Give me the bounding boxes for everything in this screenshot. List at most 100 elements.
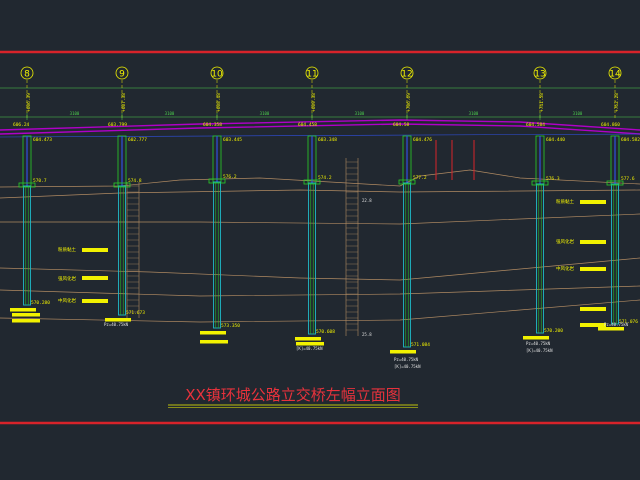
deck-bottom-line (0, 133, 640, 138)
axis-label: 14 (609, 70, 621, 80)
axis-bubble (533, 66, 547, 80)
layer-tag-bar (580, 323, 606, 327)
pile-tag-bar (105, 318, 131, 322)
pile-tag-bar (296, 342, 324, 346)
axis-station: +607.38 (121, 93, 127, 112)
span-dimension-label: 3100 (573, 111, 583, 116)
deck-elevation: 604.58 (393, 122, 410, 128)
ground-elevation: 570.7 (33, 178, 47, 184)
pile-bottom-elevation: 571.076 (619, 319, 638, 325)
layer-label-1: 粉质黏土 (58, 246, 76, 253)
pile-tag-bar (295, 337, 321, 341)
pile-tag-bar (598, 327, 624, 331)
layer-tag-bar (580, 240, 606, 244)
pile-cap (531, 180, 549, 186)
deck-elevation: 606.24 (13, 122, 30, 128)
drawing-title: XX镇环城公路立交桥左幅立面图 (185, 386, 401, 404)
layer-label-2: 强风化岩 (58, 275, 76, 282)
cap-elevation: 604.582 (621, 137, 640, 143)
axis-station: +741.58 (539, 93, 545, 112)
borehole-11 (345, 158, 359, 336)
red-marker-lines (435, 140, 475, 180)
span-dimension-label: 3100 (355, 111, 365, 116)
pile (213, 181, 221, 329)
layer-label-6: 中风化岩 (556, 265, 574, 272)
pile-tag-bar (12, 313, 40, 317)
pile-bottom-elevation: 571.084 (411, 342, 430, 348)
axis-label: 10 (211, 70, 223, 80)
axis-station: +762.28 (614, 93, 620, 112)
borehole-bottom-value: 25.8 (362, 332, 372, 337)
ground-elevation: 576.3 (546, 176, 560, 182)
pile-bottom-elevation: 570.608 (316, 329, 335, 335)
pile-bottom-elevation: 571.673 (126, 310, 145, 316)
bridge-deck (0, 119, 640, 135)
axis-station: +608.48 (216, 93, 222, 112)
pile-tag-bar (390, 350, 416, 354)
ground-elevation: 574.8 (128, 178, 142, 184)
pile-bottom-elevation: 570.200 (544, 328, 563, 334)
pile-tag-bar (200, 331, 226, 335)
layer-tag-bar (580, 200, 606, 204)
span-dimension-label: 3100 (260, 111, 270, 116)
pile (118, 185, 126, 316)
axis-bubble (20, 66, 34, 80)
cap-elevation: 603.445 (223, 137, 242, 143)
pile-note-14: Pz=40.75kN (604, 322, 629, 327)
pile-tag-bar (12, 319, 40, 323)
pile-bottom-elevation: 570.280 (31, 300, 50, 306)
deck-elevation: 604.358 (203, 122, 222, 128)
strata-lines (0, 169, 640, 323)
pier-axes: 8+606.39606.24604.473570.7570.2809+607.3… (10, 66, 640, 354)
pile (403, 182, 411, 348)
axis-station: +606.39 (26, 93, 32, 112)
layer-tag-bar (82, 299, 108, 303)
layer-tag-bar (580, 267, 606, 271)
deck-elevation: 604.458 (298, 122, 317, 128)
borehole-top-value: 22.8 (362, 198, 372, 203)
cap-elevation: 604.476 (413, 137, 432, 143)
pile-note-13a: Pz=40.75kN (526, 341, 551, 346)
ground-elevation: 577.2 (413, 175, 427, 181)
axis-bubble (608, 66, 622, 80)
pile (23, 185, 31, 306)
layer-tag-bar (82, 248, 108, 252)
pile-note-9: Pz=40.75kN (104, 322, 129, 327)
cap-elevation: 602.777 (128, 137, 147, 143)
ground-elevation: 576.2 (223, 174, 237, 180)
axis-station: +706.69 (406, 93, 412, 112)
pile-tag-bar (200, 340, 228, 344)
pile-cap (398, 179, 416, 185)
axis-13: 13 +741.58 604.584 604.440 576.3 570.200 (523, 66, 565, 340)
ground-elevation: 574.2 (318, 175, 332, 181)
pile-cap (606, 180, 624, 186)
layer-label-4: 粉质黏土 (556, 198, 574, 205)
pile-note-13b: [K]=40.75kN (526, 348, 553, 353)
axis-bubble (305, 66, 319, 80)
axis-label: 13 (534, 70, 545, 80)
axis-bubble (210, 66, 224, 80)
deck-elevation: 604.584 (526, 122, 545, 128)
layer-label-5: 强风化岩 (556, 238, 574, 245)
axis-label: 9 (119, 70, 125, 80)
pile-tag-bar (10, 308, 36, 312)
axis-label: 11 (306, 70, 317, 80)
cap-elevation: 604.440 (546, 137, 565, 143)
pile (611, 183, 619, 325)
pile-cap (303, 179, 321, 185)
pile-cap (113, 182, 131, 188)
layer-label-3: 中风化岩 (58, 297, 76, 304)
pile (308, 182, 316, 335)
pile-note-11: [K]=40.75kN (296, 346, 323, 351)
layer-labels: 粉质黏土 强风化岩 中风化岩 粉质黏土 强风化岩 中风化岩 (58, 198, 574, 304)
ground-elevation: 577.6 (621, 176, 635, 182)
axis-station: +609.38 (311, 93, 317, 112)
axis-bubble (400, 66, 414, 80)
layer-tag-bar (82, 276, 108, 280)
